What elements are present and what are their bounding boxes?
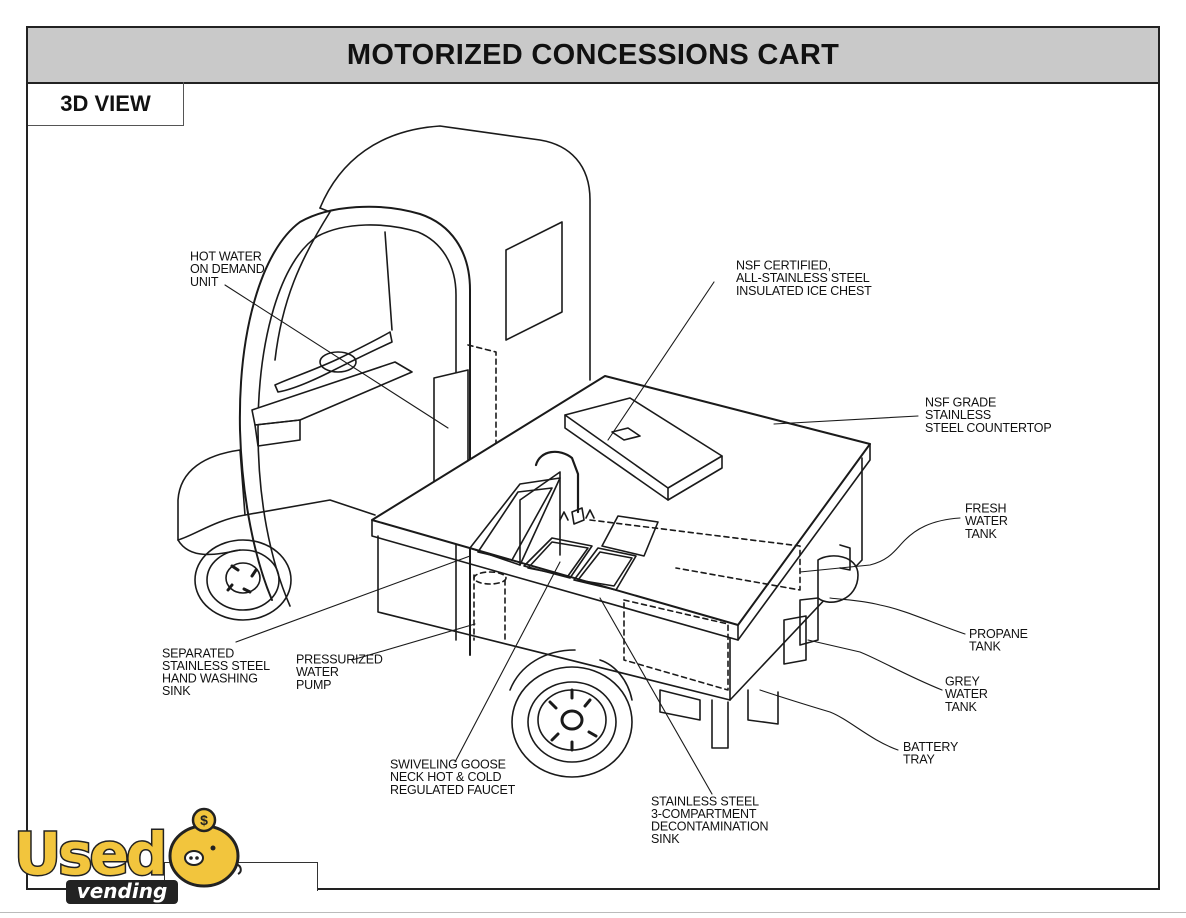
- callout-line: FRESH: [965, 501, 1007, 516]
- callout-line: NSF CERTIFIED,: [736, 258, 831, 273]
- callout-propane-tank: PROPANE TANK: [969, 626, 1028, 654]
- svg-text:vending: vending: [77, 879, 168, 903]
- callout-three-compartment-sink: STAINLESS STEEL 3-COMPARTMENT DECONTAMIN…: [651, 793, 769, 847]
- propane-tank-shape: [783, 555, 859, 665]
- callout-line: SINK: [651, 831, 680, 847]
- cab: [177, 125, 591, 656]
- page-bottom-rule: [0, 912, 1186, 913]
- diagram-title: MOTORIZED CONCESSIONS CART: [346, 38, 840, 71]
- callout-water-pump: PRESSURIZED WATER PUMP: [296, 653, 383, 691]
- callout-countertop: NSF GRADE STAINLESS STEEL COUNTERTOP: [925, 395, 1052, 435]
- front-wheel: [194, 539, 292, 621]
- callout-line: PUMP: [296, 677, 332, 692]
- callout-line: SEPARATED: [162, 645, 235, 661]
- callout-line: BATTERY: [903, 739, 959, 755]
- callout-line: REGULATED FAUCET: [390, 782, 516, 797]
- title-bar: MOTORIZED CONCESSIONS CART: [28, 28, 1158, 84]
- logo-wordmark: Used vending: [13, 819, 178, 904]
- svg-text:$: $: [200, 812, 208, 828]
- callout-line: INSULATED ICE CHEST: [736, 283, 872, 298]
- callout-line: PROPANE: [969, 626, 1028, 642]
- used-vending-logo: $ Used vending: [13, 807, 242, 904]
- callout-battery-tray: BATTERY TRAY: [903, 739, 959, 767]
- view-label-box: 3D VIEW: [28, 82, 184, 126]
- callout-line: STAINLESS: [925, 407, 992, 423]
- view-label: 3D VIEW: [60, 90, 151, 116]
- callout-line: TANK: [965, 526, 997, 541]
- callout-line: UNIT: [190, 274, 219, 289]
- undercarriage: [659, 544, 851, 749]
- callout-line: NSF GRADE: [925, 395, 997, 410]
- callout-faucet: SWIVELING GOOSE NECK HOT & COLD REGULATE…: [390, 758, 515, 796]
- pig-coin-icon: $: [168, 807, 242, 888]
- svg-text:Used: Used: [14, 820, 164, 888]
- callout-line: GREY: [945, 674, 980, 689]
- callout-line: STAINLESS STEEL: [651, 793, 759, 809]
- callout-line: WATER: [945, 686, 988, 702]
- callout-line: WATER: [965, 513, 1008, 529]
- callout-fresh-water-tank: FRESH WATER TANK: [965, 502, 1008, 540]
- callout-line: 3-COMPARTMENT: [651, 806, 757, 822]
- callout-line: TANK: [945, 699, 977, 714]
- callout-grey-water-tank: GREY WATER TANK: [945, 675, 988, 713]
- callout-line: DECONTAMINATION: [651, 818, 769, 834]
- callout-line: TRAY: [903, 751, 935, 767]
- callout-line: HAND WASHING: [162, 670, 258, 686]
- callout-line: SINK: [162, 683, 191, 699]
- callout-line: ON DEMAND: [190, 261, 265, 277]
- callout-line: STAINLESS STEEL: [162, 658, 270, 674]
- callout-line: ALL-STAINLESS STEEL: [736, 270, 870, 286]
- callout-line: NECK HOT & COLD: [390, 769, 502, 785]
- rear-wheel: [509, 649, 633, 778]
- callout-line: PRESSURIZED: [296, 652, 383, 667]
- callout-hand-washing-sink: SEPARATED STAINLESS STEEL HAND WASHING S…: [162, 645, 270, 699]
- callout-line: SWIVELING GOOSE: [390, 757, 506, 772]
- leader-lines: [224, 281, 966, 795]
- callout-line: STEEL COUNTERTOP: [925, 420, 1052, 435]
- callout-hot-water-unit: HOT WATER ON DEMAND UNIT: [190, 250, 265, 288]
- callout-ice-chest: NSF CERTIFIED, ALL-STAINLESS STEEL INSUL…: [736, 259, 872, 297]
- cart-body: [371, 375, 871, 701]
- callout-line: WATER: [296, 664, 339, 680]
- callout-line: TANK: [969, 638, 1001, 654]
- callout-line: HOT WATER: [190, 249, 262, 264]
